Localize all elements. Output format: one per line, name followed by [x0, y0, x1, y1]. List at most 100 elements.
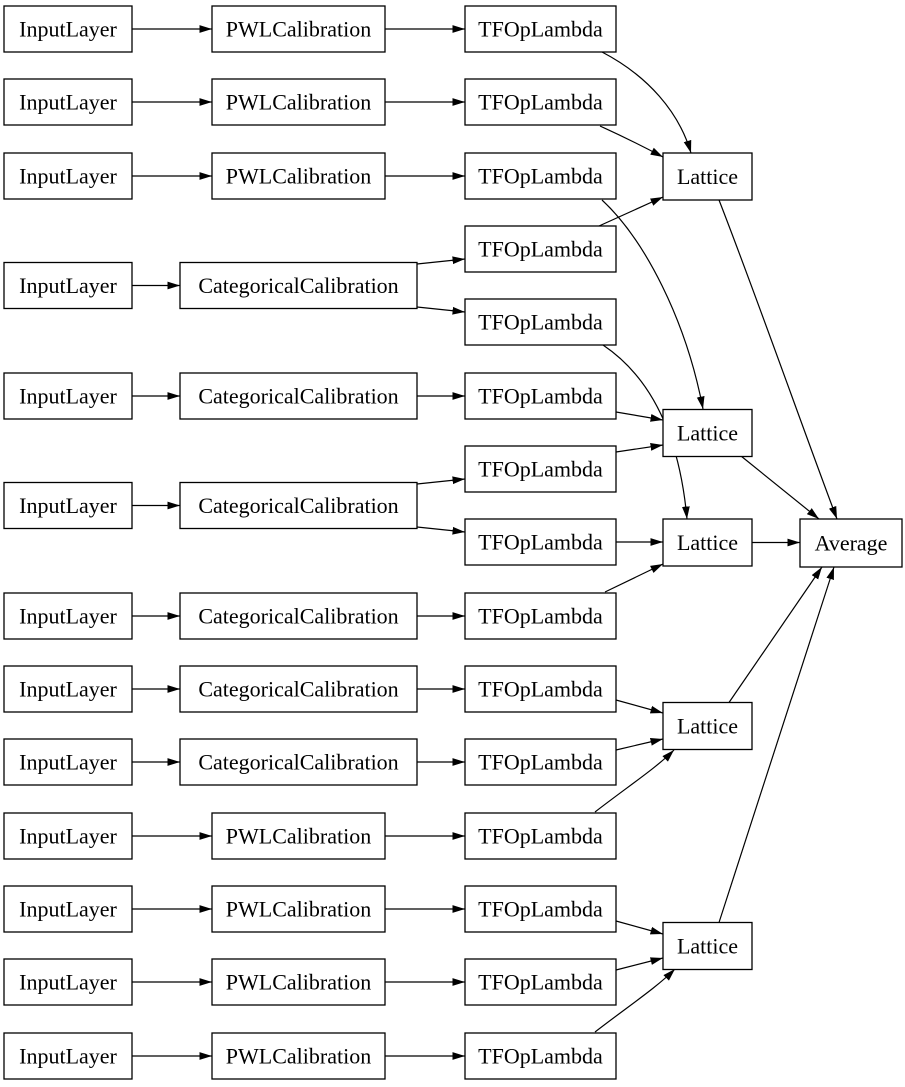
node-input-13-box	[3, 1032, 133, 1080]
node-cal-11: PWLCalibration	[211, 885, 386, 933]
node-cal-5: CategoricalCalibration	[179, 372, 418, 420]
node-cal-5-box	[179, 372, 418, 420]
node-input-9: InputLayer	[3, 738, 133, 786]
node-lattice-2-box	[662, 408, 753, 458]
node-input-4-box	[3, 261, 133, 310]
node-tfop-1-box	[464, 5, 617, 53]
node-tfop-4-box	[464, 225, 617, 273]
node-tfop-3: TFOpLambda	[464, 152, 617, 200]
node-tfop-1-label: TFOpLambda	[478, 17, 603, 42]
node-input-10: InputLayer	[3, 812, 133, 860]
node-cal-4-label: CategoricalCalibration	[198, 273, 398, 298]
node-cal-13: PWLCalibration	[211, 1032, 386, 1080]
edge-tfop-7-lattice-2	[615, 442, 664, 453]
node-lattice-1-label: Lattice	[677, 164, 738, 189]
node-lattice-4-box	[662, 701, 753, 751]
edge-tfop-3-lattice-2	[601, 199, 705, 410]
node-input-2: InputLayer	[3, 78, 133, 126]
node-tfop-13: TFOpLambda	[464, 885, 617, 933]
node-tfop-10-label: TFOpLambda	[478, 677, 603, 702]
node-tfop-9-label: TFOpLambda	[478, 604, 603, 629]
node-input-3: InputLayer	[3, 152, 133, 200]
node-input-4: InputLayer	[3, 261, 133, 310]
node-tfop-6: TFOpLambda	[464, 372, 617, 420]
edge-tfop-5-lattice-3	[602, 344, 690, 520]
node-input-4-label: InputLayer	[19, 273, 117, 298]
node-tfop-15-box	[464, 1032, 617, 1080]
node-tfop-12: TFOpLambda	[464, 812, 617, 860]
node-lattice-5-label: Lattice	[677, 934, 738, 959]
node-input-3-box	[3, 152, 133, 200]
node-input-6: InputLayer	[3, 481, 133, 530]
node-cal-13-label: PWLCalibration	[226, 1044, 371, 1069]
node-input-8: InputLayer	[3, 665, 133, 713]
node-tfop-13-label: TFOpLambda	[478, 897, 603, 922]
node-input-2-box	[3, 78, 133, 126]
node-input-5-label: InputLayer	[19, 384, 117, 409]
node-cal-3: PWLCalibration	[211, 152, 386, 200]
node-input-3-label: InputLayer	[19, 164, 117, 189]
node-input-1-label: InputLayer	[19, 17, 117, 42]
node-tfop-11: TFOpLambda	[464, 738, 617, 786]
edge-lattice-2-average	[740, 455, 820, 520]
node-cal-11-label: PWLCalibration	[226, 897, 371, 922]
node-cal-6-box	[179, 481, 418, 530]
node-lattice-5: Lattice	[662, 921, 753, 971]
node-tfop-5-label: TFOpLambda	[478, 310, 603, 335]
node-cal-2: PWLCalibration	[211, 78, 386, 126]
node-tfop-6-box	[464, 372, 617, 420]
node-tfop-4: TFOpLambda	[464, 225, 617, 273]
node-lattice-1-box	[662, 152, 753, 201]
node-input-13: InputLayer	[3, 1032, 133, 1080]
node-tfop-4-label: TFOpLambda	[478, 237, 603, 262]
node-cal-7: CategoricalCalibration	[179, 592, 418, 640]
node-input-5: InputLayer	[3, 372, 133, 420]
node-input-12: InputLayer	[3, 958, 133, 1006]
node-tfop-3-label: TFOpLambda	[478, 164, 603, 189]
node-input-2-label: InputLayer	[19, 90, 117, 115]
node-input-7-box	[3, 592, 133, 640]
node-input-8-box	[3, 665, 133, 713]
node-cal-1-label: PWLCalibration	[226, 17, 371, 42]
edge-tfop-10-lattice-4	[615, 699, 664, 714]
node-input-11-label: InputLayer	[19, 897, 117, 922]
node-lattice-5-box	[662, 921, 753, 971]
node-input-12-box	[3, 958, 133, 1006]
node-input-9-box	[3, 738, 133, 786]
node-tfop-5: TFOpLambda	[464, 298, 617, 346]
node-cal-11-box	[211, 885, 386, 933]
node-cal-13-box	[211, 1032, 386, 1080]
node-tfop-2: TFOpLambda	[464, 78, 617, 126]
node-input-11: InputLayer	[3, 885, 133, 933]
node-lattice-2-label: Lattice	[677, 421, 738, 446]
node-tfop-14-box	[464, 958, 617, 1006]
node-input-7: InputLayer	[3, 592, 133, 640]
node-input-7-label: InputLayer	[19, 604, 117, 629]
node-tfop-6-label: TFOpLambda	[478, 384, 603, 409]
node-cal-12: PWLCalibration	[211, 958, 386, 1006]
node-cal-10-label: PWLCalibration	[226, 824, 371, 849]
node-cal-12-label: PWLCalibration	[226, 970, 371, 995]
edge-tfop-6-lattice-2	[615, 411, 664, 422]
edge-lattice-5-average	[718, 566, 835, 923]
node-input-1: InputLayer	[3, 5, 133, 53]
edge-cal-4-tfop-5	[416, 306, 466, 315]
node-tfop-14-label: TFOpLambda	[478, 970, 603, 995]
node-tfop-14: TFOpLambda	[464, 958, 617, 1006]
edge-tfop-13-lattice-5	[615, 920, 664, 935]
node-input-8-label: InputLayer	[19, 677, 117, 702]
node-tfop-2-label: TFOpLambda	[478, 90, 603, 115]
edge-tfop-9-lattice-3	[604, 563, 664, 593]
edge-tfop-12-lattice-4	[594, 749, 675, 813]
node-lattice-3-label: Lattice	[677, 530, 738, 555]
node-input-1-box	[3, 5, 133, 53]
node-tfop-8: TFOpLambda	[464, 518, 617, 566]
edge-cal-6-tfop-7	[416, 476, 466, 485]
node-tfop-1: TFOpLambda	[464, 5, 617, 53]
node-cal-8: CategoricalCalibration	[179, 665, 418, 713]
node-input-12-label: InputLayer	[19, 970, 117, 995]
node-tfop-10: TFOpLambda	[464, 665, 617, 713]
node-lattice-3-box	[662, 518, 753, 567]
node-cal-1: PWLCalibration	[211, 5, 386, 53]
